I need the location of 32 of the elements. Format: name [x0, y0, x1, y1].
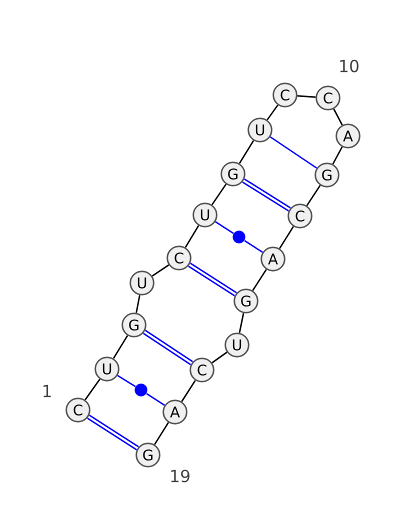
pair-dot [232, 230, 246, 244]
backbone-line [266, 104, 278, 120]
base-pair-line [146, 392, 165, 406]
backbone-line [278, 226, 294, 249]
backbone-line [181, 380, 196, 402]
backbone-line [112, 335, 128, 359]
base-pair-line [87, 414, 139, 450]
backbone-line [84, 378, 100, 400]
backbone-line [154, 422, 170, 445]
base-pair-line [215, 221, 234, 234]
backbone-line [184, 225, 200, 248]
position-number: 10 [340, 60, 358, 72]
position-number: 19 [171, 470, 190, 482]
backbone-line [238, 313, 244, 333]
base-pair-line [188, 262, 237, 296]
position-number: 1 [44, 384, 51, 398]
base-pair-line [142, 330, 194, 366]
backbone-line [306, 184, 321, 206]
backbone-line [211, 184, 227, 206]
backbone-line [238, 140, 254, 164]
backbone-line [252, 269, 267, 291]
backbone-line [212, 352, 228, 364]
backbone-line [332, 146, 343, 164]
base-pair-line [117, 374, 136, 388]
backbone-line [297, 95, 316, 98]
base-pair-line [244, 240, 263, 253]
backbone-line [136, 295, 140, 313]
pair-dot [134, 384, 148, 396]
backbone-line [152, 264, 170, 277]
base-pair-line [242, 178, 291, 212]
backbone-line [333, 108, 343, 126]
base-pair-line [270, 136, 318, 169]
